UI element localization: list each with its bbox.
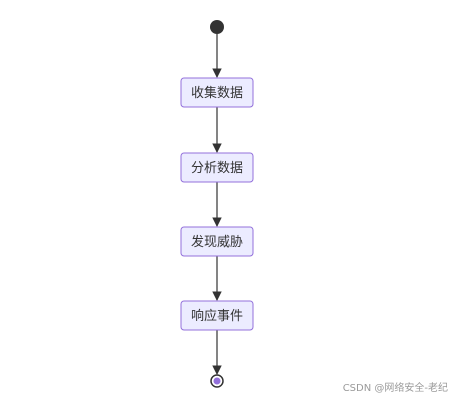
end-state xyxy=(210,374,224,388)
state-respond-event: 响应事件 xyxy=(180,300,254,331)
state-analyze-data: 分析数据 xyxy=(180,152,254,183)
state-label: 响应事件 xyxy=(191,308,243,324)
start-state xyxy=(210,20,224,34)
end-state-inner xyxy=(213,377,221,385)
state-label: 分析数据 xyxy=(191,161,243,176)
state-detect-threat: 发现威胁 xyxy=(180,226,254,257)
watermark: CSDN @网络安全-老纪 xyxy=(342,383,448,394)
state-label: 发现威胁 xyxy=(191,234,243,250)
state-collect-data: 收集数据 xyxy=(180,77,254,108)
state-label: 收集数据 xyxy=(191,85,243,101)
